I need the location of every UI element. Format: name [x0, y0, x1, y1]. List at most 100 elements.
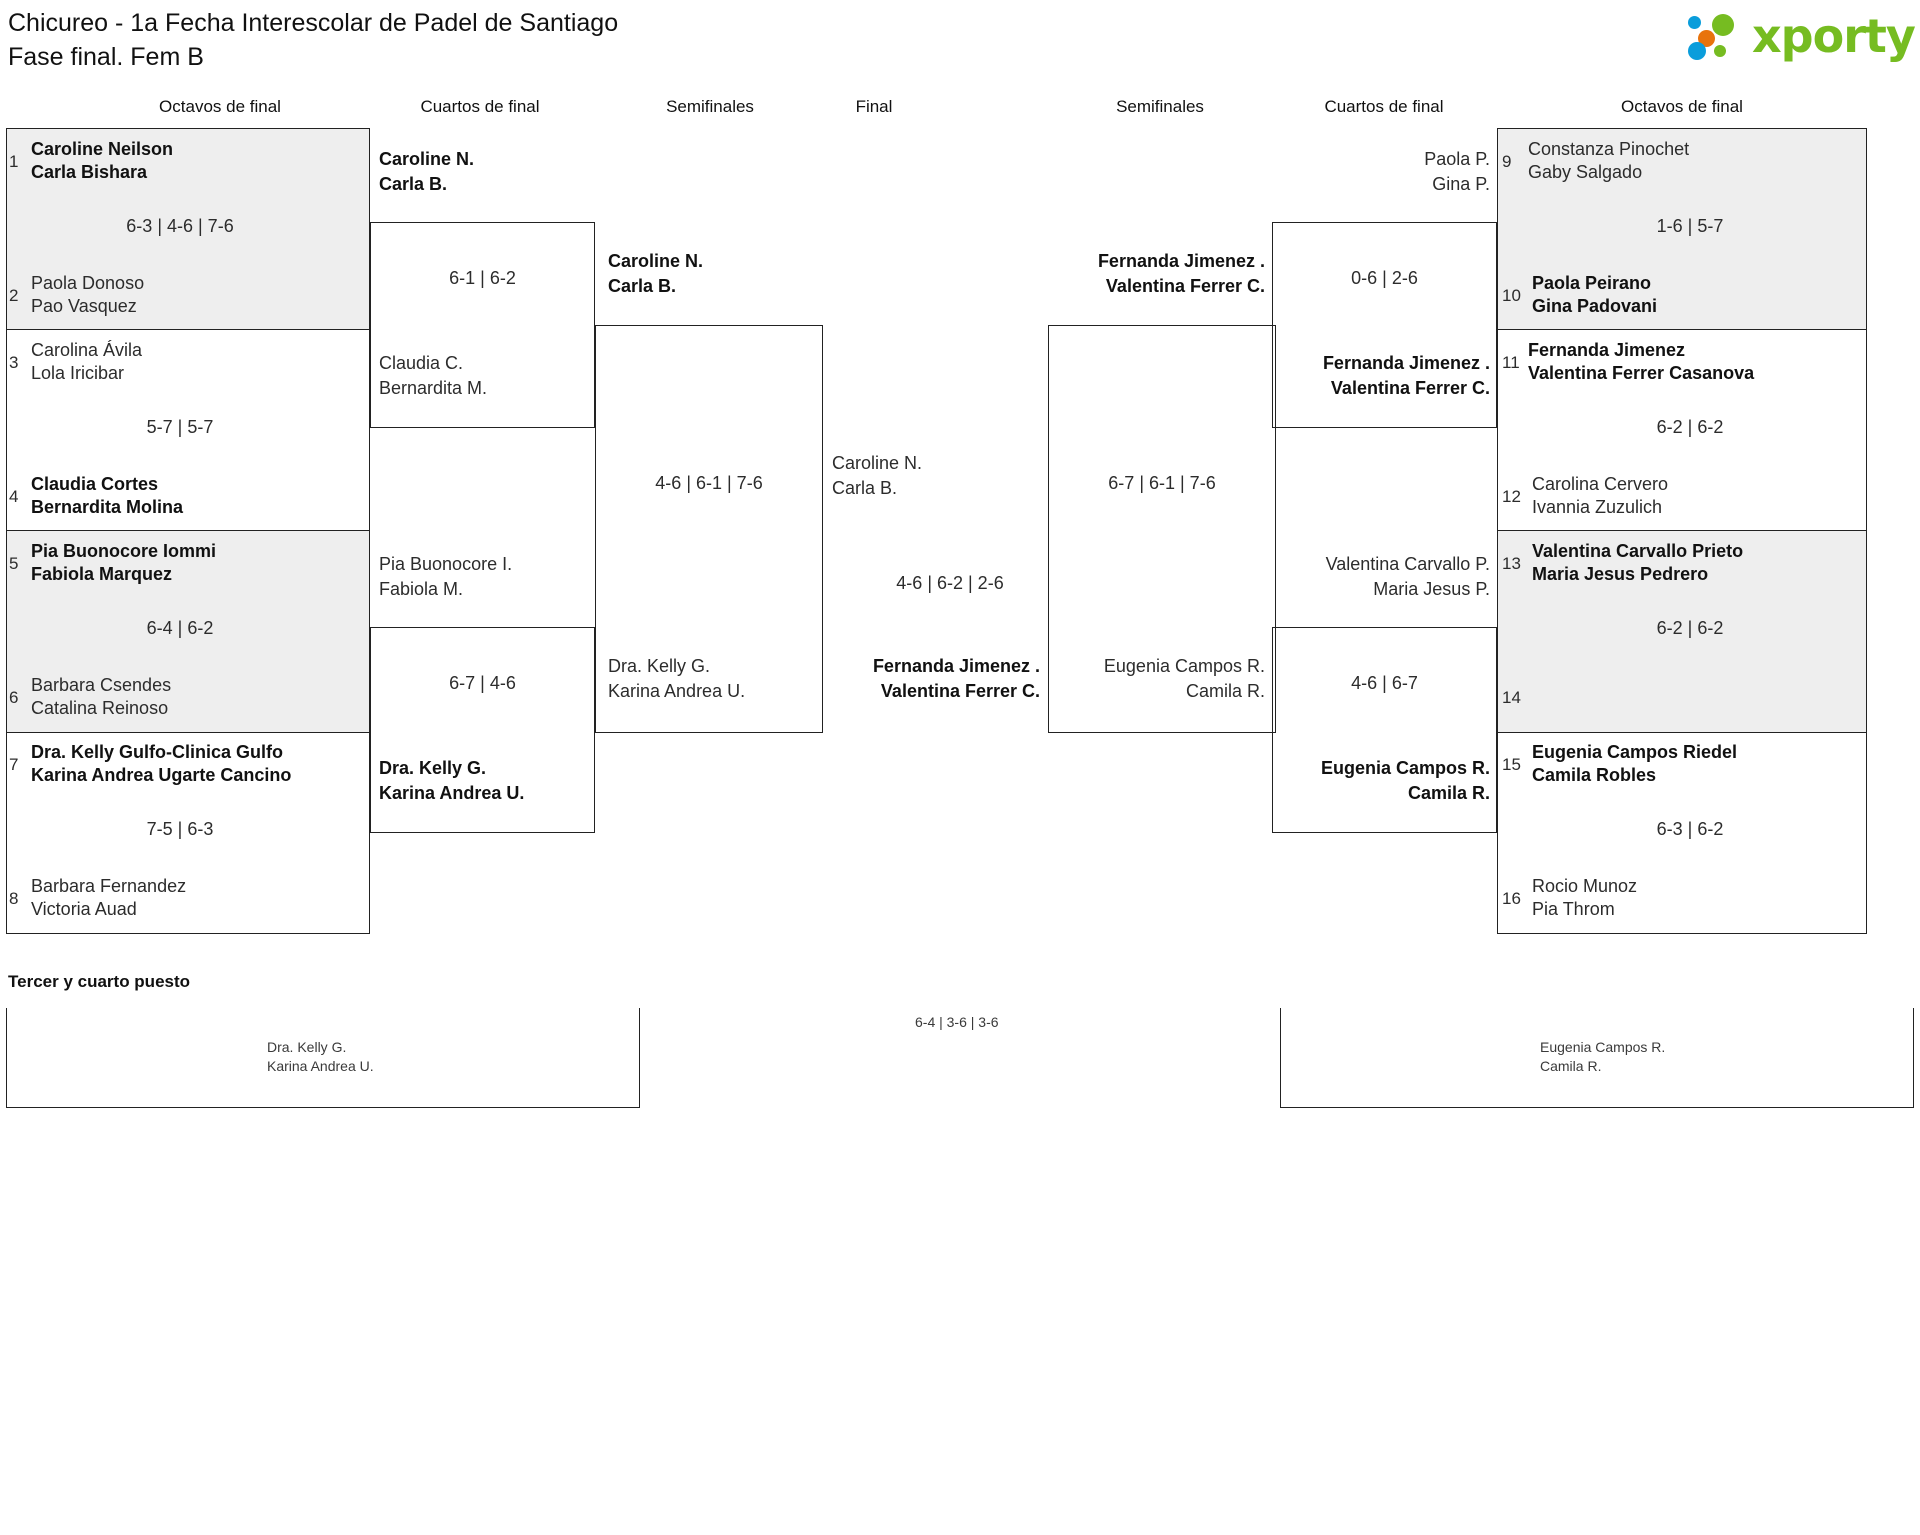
team-name: Eugenia Campos Riedel — [1532, 742, 1738, 762]
match-score: 4-6 | 6-7 — [1351, 673, 1418, 693]
team-name: Valentina Ferrer Casanova — [1528, 363, 1755, 383]
third-place-left-connector — [6, 1008, 7, 1108]
third-place-left-connector — [6, 1107, 640, 1108]
seed-number: 16 — [1502, 889, 1521, 908]
round-header-left-semis: Semifinales — [666, 97, 754, 116]
match-score: 6-1 | 6-2 — [449, 268, 516, 288]
team-name: Karina Andrea U. — [379, 783, 525, 803]
team-name: Fernanda Jimenez . — [872, 656, 1040, 676]
team-name: Dra. Kelly G. — [267, 1039, 347, 1055]
team-name: Claudia C. — [379, 353, 464, 373]
team-name: Gina Padovani — [1532, 296, 1658, 316]
team-name: Dra. Kelly Gulfo-Clinica Gulfo — [31, 742, 284, 762]
team-name: Carolina Ávila — [31, 340, 143, 360]
team-name: Karina Andrea Ugarte Cancino — [31, 765, 292, 785]
team-name: Bernardita Molina — [31, 497, 184, 517]
team-name: Carla B. — [608, 276, 677, 296]
round-header-final: Final — [855, 97, 893, 116]
match-score: 6-4 | 6-2 — [146, 618, 214, 638]
divider — [1497, 732, 1867, 733]
team-name: Maria Jesus Pedrero — [1532, 564, 1709, 584]
left-octavos-match-1-shade — [7, 129, 369, 329]
divider — [6, 530, 370, 531]
round-header-right-octavos: Octavos de final — [1621, 97, 1743, 116]
left-octavos-frame — [6, 128, 370, 934]
right-cuartos-match-1-box — [1272, 222, 1497, 428]
team-name: Barbara Csendes — [31, 675, 172, 695]
match-score: 6-3 | 6-2 — [1656, 819, 1724, 839]
round-header-left-octavos: Octavos de final — [159, 97, 281, 116]
team-name: Paola P. — [1424, 149, 1490, 169]
page-title: Chicureo - 1a Fecha Interescolar de Pade… — [8, 6, 1108, 74]
third-place-left-connector — [639, 1008, 640, 1108]
team-name: Fernanda Jimenez . — [1097, 251, 1265, 271]
seed-number: 6 — [9, 688, 19, 707]
team-name: Gaby Salgado — [1528, 162, 1643, 182]
team-name: Pia Buonocore Iommi — [31, 541, 217, 561]
match-score: 0-6 | 2-6 — [1351, 268, 1418, 288]
match-score: 4-6 | 6-1 | 7-6 — [655, 473, 763, 493]
round-header-right-cuartos: Cuartos de final — [1324, 97, 1444, 116]
team-name: Valentina Ferrer C. — [1105, 276, 1265, 296]
team-name: Eugenia Campos R. — [1320, 758, 1490, 778]
seed-number: 7 — [9, 755, 19, 774]
team-name: Valentina Ferrer C. — [880, 681, 1040, 701]
team-name: Caroline N. — [608, 251, 704, 271]
team-name: Valentina Ferrer C. — [1330, 378, 1490, 398]
seed-number: 10 — [1502, 286, 1521, 305]
team-name: Camila R. — [1540, 1058, 1602, 1074]
team-name: Rocio Munoz — [1532, 876, 1638, 896]
seed-number: 1 — [9, 152, 19, 171]
third-place-score: 6-4 | 3-6 | 3-6 — [915, 1014, 999, 1030]
left-semis-match-box — [595, 325, 823, 733]
team-name: Lola Iricibar — [31, 363, 125, 383]
team-name: Fabiola Marquez — [31, 564, 173, 584]
left-cuartos-match-1-box — [370, 222, 595, 428]
tournament-name: Chicureo - 1a Fecha Interescolar de Pade… — [8, 9, 619, 37]
right-cuartos-match-2-box — [1272, 627, 1497, 833]
team-name: Caroline N. — [832, 453, 923, 473]
team-name: Maria Jesus P. — [1373, 579, 1490, 599]
divider — [1497, 329, 1867, 330]
team-name: Fabiola M. — [379, 579, 464, 599]
match-score: 6-3 | 4-6 | 7-6 — [126, 216, 234, 236]
team-name: Claudia Cortes — [31, 474, 159, 494]
right-octavos-frame — [1497, 128, 1867, 934]
team-name: Carla Bishara — [31, 162, 148, 182]
match-score: 6-7 | 6-1 | 7-6 — [1108, 473, 1216, 493]
match-score: 6-7 | 4-6 — [449, 673, 516, 693]
third-place-right-connector — [1280, 1008, 1281, 1108]
seed-number: 2 — [9, 286, 19, 305]
team-name: Eugenia Campos R. — [1540, 1039, 1666, 1055]
final-score: 4-6 | 6-2 | 2-6 — [896, 573, 1004, 593]
team-name: Fernanda Jimenez . — [1322, 353, 1490, 373]
right-octavos-match-3-shade — [1498, 531, 1866, 732]
divider — [6, 329, 370, 330]
match-score: 1-6 | 5-7 — [1656, 216, 1724, 236]
seed-number: 14 — [1502, 688, 1521, 707]
round-header-right-semis: Semifinales — [1116, 97, 1204, 116]
left-cuartos-match-2-box — [370, 627, 595, 833]
seed-number: 5 — [9, 554, 19, 573]
team-name: Pia Buonocore I. — [379, 554, 513, 574]
team-name: Catalina Reinoso — [31, 698, 169, 718]
seed-number: 8 — [9, 889, 19, 908]
third-place-right-connector — [1913, 1008, 1914, 1108]
match-score: 5-7 | 5-7 — [146, 417, 214, 437]
team-name: Pia Throm — [1532, 899, 1615, 919]
left-octavos-match-3-shade — [7, 531, 369, 732]
team-name: Valentina Carvallo Prieto — [1532, 541, 1744, 561]
team-name: Eugenia Campos R. — [1103, 656, 1265, 676]
team-name: Camila R. — [1185, 681, 1265, 701]
team-name: Paola Peirano — [1532, 273, 1652, 293]
seed-number: 11 — [1502, 353, 1520, 372]
team-name: Camila R. — [1407, 783, 1490, 803]
seed-number: 15 — [1502, 755, 1521, 774]
team-name: Bernardita M. — [379, 378, 488, 398]
team-name: Pao Vasquez — [31, 296, 137, 316]
seed-number: 4 — [9, 487, 19, 506]
seed-number: 13 — [1502, 554, 1521, 573]
seed-number: 12 — [1502, 487, 1521, 506]
logo-dots-icon — [1688, 14, 1752, 62]
right-semis-match-box — [1048, 325, 1276, 733]
